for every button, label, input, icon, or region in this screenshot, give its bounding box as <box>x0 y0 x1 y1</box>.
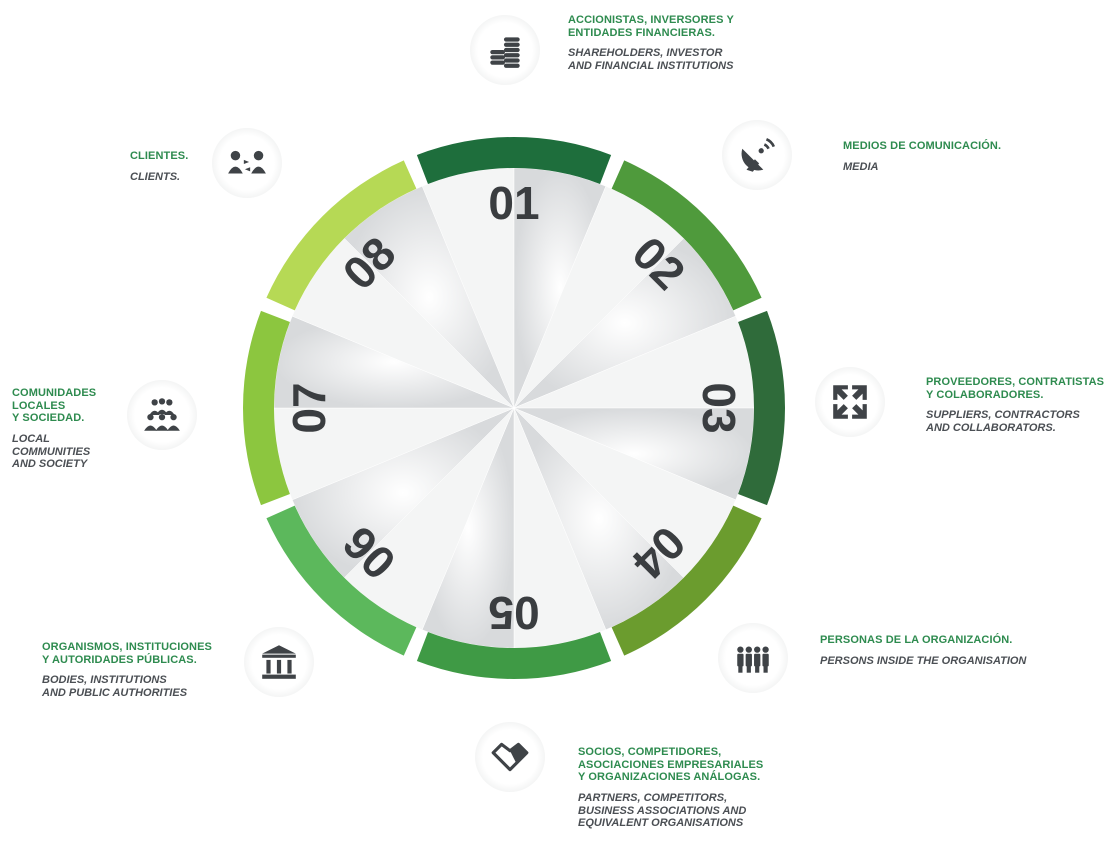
community-group-icon <box>144 398 180 431</box>
wheel-slices <box>273 167 755 649</box>
segment-5-label-en: PARTNERS, COMPETITORS, BUSINESS ASSOCIAT… <box>578 791 747 830</box>
segment-5-label: SOCIOS, COMPETIDORES, ASOCIACIONES EMPRE… <box>578 746 763 830</box>
segment-6-label: ORGANISMOS, INSTITUCIONES Y AUTORIDADES … <box>42 641 212 700</box>
segment-2-label: MEDIOS DE COMUNICACIÓN. MEDIA <box>843 140 1001 173</box>
segment-7-label-es: COMUNIDADES LOCALES Y SOCIEDAD. <box>12 387 97 425</box>
segment-6-icon <box>244 627 314 697</box>
public-building-icon <box>262 645 296 679</box>
segment-4-label-es: PERSONAS DE LA ORGANIZACIÓN. <box>820 634 1013 646</box>
segment-3-icon <box>815 367 885 437</box>
satellite-dish-icon <box>741 138 776 172</box>
segment-3-label-en: SUPPLIERS, CONTRACTORS AND COLLABORATORS… <box>926 409 1080 434</box>
ring-segment-4 <box>611 505 762 656</box>
segment-3-label: PROVEEDORES, CONTRATISTAS Y COLABORADORE… <box>926 376 1104 435</box>
segment-8-label-en: CLIENTS. <box>130 170 181 183</box>
segment-1-label-en: SHAREHOLDERS, INVESTOR AND FINANCIAL INS… <box>568 47 734 72</box>
segment-5-label-es: SOCIOS, COMPETIDORES, ASOCIACIONES EMPRE… <box>578 746 764 784</box>
ring-segment-3 <box>738 310 786 506</box>
ring-segment-6 <box>266 505 417 656</box>
segment-7-icon <box>127 380 197 450</box>
segment-7-label-en: LOCAL COMMUNITIES AND SOCIETY <box>12 432 91 471</box>
segment-1-icon <box>470 15 540 85</box>
converging-arrows-icon <box>833 385 867 419</box>
ring-segment-2 <box>611 160 762 311</box>
segment-5-icon <box>475 722 545 792</box>
wheel-number-1: 01 <box>488 177 539 229</box>
wheel-ring <box>242 137 786 679</box>
client-exchange-icon <box>228 150 266 174</box>
handshake-icon <box>491 742 529 772</box>
segment-1-label: ACCIONISTAS, INVERSORES Y ENTIDADES FINA… <box>568 14 734 73</box>
segment-3-label-es: PROVEEDORES, CONTRATISTAS Y COLABORADORE… <box>926 376 1105 401</box>
segment-4-label: PERSONAS DE LA ORGANIZACIÓN. PERSONS INS… <box>820 634 1026 667</box>
segment-8-icon <box>212 128 282 198</box>
wheel-number-7: 07 <box>283 382 335 433</box>
segment-2-label-es: MEDIOS DE COMUNICACIÓN. <box>843 140 1002 152</box>
segment-7-label: COMUNIDADES LOCALES Y SOCIEDAD. LOCAL CO… <box>12 387 96 471</box>
ring-segment-5 <box>416 632 612 679</box>
wheel-number-3: 03 <box>693 382 745 433</box>
people-row-icon <box>737 646 769 673</box>
segment-2-label-en: MEDIA <box>843 160 879 173</box>
ring-segment-8 <box>266 160 417 311</box>
segment-8-label-es: CLIENTES. <box>130 150 189 162</box>
segment-4-label-en: PERSONS INSIDE THE ORGANISATION <box>820 654 1027 667</box>
segment-4-icon <box>718 623 788 693</box>
ring-segment-7 <box>242 310 290 506</box>
ring-segment-1 <box>416 137 612 184</box>
coins-stack-icon <box>490 37 520 68</box>
segment-1-label-es: ACCIONISTAS, INVERSORES Y ENTIDADES FINA… <box>568 14 734 39</box>
segment-6-label-en: BODIES, INSTITUTIONS AND PUBLIC AUTHORIT… <box>42 674 188 699</box>
segment-2-icon <box>722 120 792 190</box>
segment-8-label: CLIENTES. CLIENTS. <box>130 150 188 183</box>
wheel-number-5: 05 <box>488 587 539 639</box>
segment-6-label-es: ORGANISMOS, INSTITUCIONES Y AUTORIDADES … <box>42 641 212 666</box>
